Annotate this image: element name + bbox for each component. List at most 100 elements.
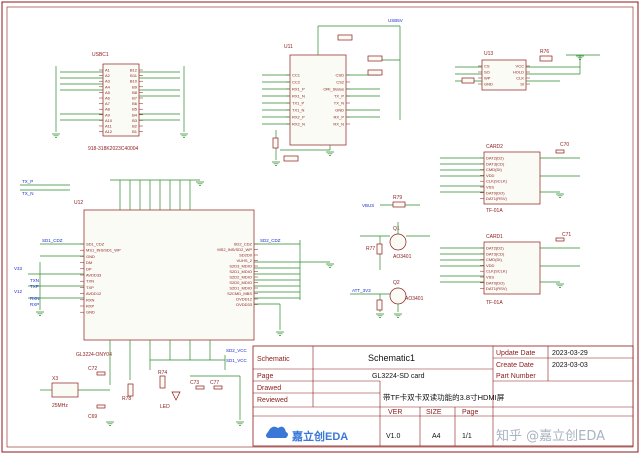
pin-label: SD2D0 xyxy=(239,253,253,258)
tx-p-net: TX_P xyxy=(22,179,33,184)
r8-resistor xyxy=(283,155,299,162)
card1-ref: CARD1 xyxy=(486,234,503,240)
pin-label: DAT2(D2) xyxy=(486,246,504,251)
ground-icon xyxy=(52,133,60,138)
tb-update-date-value: 2023-03-29 xyxy=(552,350,588,357)
pin-label: DAT0(DO) xyxy=(486,190,505,195)
pin-label: B6 xyxy=(132,101,138,106)
card2-wires xyxy=(440,157,580,193)
q1-part: AO3401 xyxy=(393,254,412,260)
r71-resistor xyxy=(337,34,353,41)
r74-ref: R74 xyxy=(158,370,167,376)
tb-reviewed-label: Reviewed xyxy=(257,397,288,404)
pin-label: DM xyxy=(86,260,92,265)
pin-label: B12 xyxy=(130,68,138,73)
card2-socket[interactable]: CARD2 TF-01A DAT2(D2)DAT3(CD)CMD(DI)VDDC… xyxy=(480,144,541,214)
c73-ref: C73 xyxy=(190,380,199,386)
c70-ref: C70 xyxy=(560,142,569,148)
pin-label: B5 xyxy=(132,107,138,112)
r79-ref: R79 xyxy=(393,195,402,201)
txp-net: TXP xyxy=(30,284,39,289)
led-diode xyxy=(171,391,181,401)
tb-project-title: 带TF卡双卡双读功能的3.8寸HDMI屏 xyxy=(383,392,505,402)
c69-capacitor xyxy=(96,404,106,409)
c71-ref: C71 xyxy=(562,232,571,238)
ground-icon xyxy=(196,181,204,186)
u12-wires xyxy=(20,179,330,385)
pin-label: RX1_P xyxy=(292,87,305,92)
pin-label: SO xyxy=(484,70,490,75)
r75-resistor xyxy=(376,299,383,311)
vbus-net: VBUS xyxy=(362,203,374,208)
pin-label: B10 xyxy=(130,79,138,84)
tb-ver-value: V1.0 xyxy=(386,433,401,440)
pin-label: RX1_N xyxy=(292,94,305,99)
card1-part: TF-01A xyxy=(486,300,503,306)
pin-label: S2D0_MDIO xyxy=(229,280,252,285)
pin-label: MS1_INS/SD1_WP xyxy=(86,248,121,253)
card1-socket[interactable]: CARD1 TF-01A DAT2(D2)DAT3(CD)CMD(DI)VDDC… xyxy=(480,234,541,306)
pin-label: B2 xyxy=(132,124,138,129)
u13-ref: U13 xyxy=(484,51,493,57)
u12-chip[interactable]: U12 GL3224-ONY04 SD1_CDZMS1_INS/SD1_WPGN… xyxy=(74,200,258,358)
pin-label: SI xyxy=(520,82,524,87)
pin-label: VDD xyxy=(486,173,495,178)
pin-label: S2D1_MDIO xyxy=(229,269,252,274)
u12-ref: U12 xyxy=(74,200,83,206)
pin-label: A12 xyxy=(105,129,113,134)
ground-icon xyxy=(36,311,44,316)
rxp-net: RXP xyxy=(30,302,39,307)
tb-size-value: A4 xyxy=(432,433,441,440)
pin-label: DAT3(CD) xyxy=(486,161,505,166)
x3-ref: X3 xyxy=(52,376,58,382)
pin-label: GND xyxy=(86,310,95,315)
pin-label: A4 xyxy=(105,84,111,89)
brand-name: 嘉立创EDA xyxy=(291,429,348,443)
watermark: 知乎 @嘉立创EDA xyxy=(496,428,605,444)
sd1-cd-net: SD1_CDZ xyxy=(42,238,63,243)
tb-ver-label: VER xyxy=(388,409,402,416)
v33-net: V33 xyxy=(14,266,23,271)
pin-label: A5 xyxy=(105,90,111,95)
sd1-vcc-net: SD1_VCC xyxy=(226,358,248,363)
c70-capacitor xyxy=(555,149,565,154)
led-ref: LED xyxy=(160,404,170,410)
usbc-connector[interactable]: USBC1 918-318K2023C40004 A1A2A3A4A5A6A7A… xyxy=(88,52,143,152)
pin-label: A9 xyxy=(105,112,111,117)
pin-label: ORI_Status xyxy=(323,87,344,92)
card2-ref: CARD2 xyxy=(486,144,503,150)
tb-drawed-label: Drawed xyxy=(257,385,281,392)
c69-ref: C69 xyxy=(88,414,97,420)
tb-page-label: Page xyxy=(257,373,273,380)
tb-schematic-value: Schematic1 xyxy=(368,353,415,363)
pin-label: CMD(DI) xyxy=(486,167,502,172)
c72-ref: C72 xyxy=(88,366,97,372)
tb-schematic-label: Schematic xyxy=(257,356,290,363)
u11-wires xyxy=(262,25,401,160)
pin-label: VUHS_2 xyxy=(236,258,252,263)
pin-label: DAT3(CD) xyxy=(486,251,505,256)
txn-net: TXN xyxy=(30,278,39,283)
pin-label: TX_P xyxy=(334,94,344,99)
pin-label: B11 xyxy=(130,73,138,78)
x3-freq: 25MHz xyxy=(52,403,68,409)
pin-label: CS2 xyxy=(336,80,345,85)
pin-label: RX2_P xyxy=(292,115,305,120)
r78-ref: R78 xyxy=(122,396,131,402)
pin-label: B3 xyxy=(132,118,138,123)
pin-label: A1 xyxy=(105,68,111,73)
q1-mosfet: Q1 AO3401 xyxy=(389,226,412,260)
title-block xyxy=(252,345,634,447)
r72-resistor xyxy=(367,55,383,62)
usbc-ref: USBC1 xyxy=(92,52,109,58)
tb-size-label: SIZE xyxy=(426,409,442,416)
u11-chip[interactable]: U11 CC1CC2RX1_PRX1_NTX1_PTX1_NRX2_PRX2_N… xyxy=(284,44,350,146)
ground-icon xyxy=(180,133,188,138)
r76-resistor xyxy=(539,55,553,62)
pin-label: RXN xyxy=(86,297,95,302)
ground-icon xyxy=(326,263,334,268)
pin-label: A3 xyxy=(105,79,111,84)
pin-label: CLK(SCLK) xyxy=(486,179,508,184)
ground-icon xyxy=(236,421,244,426)
